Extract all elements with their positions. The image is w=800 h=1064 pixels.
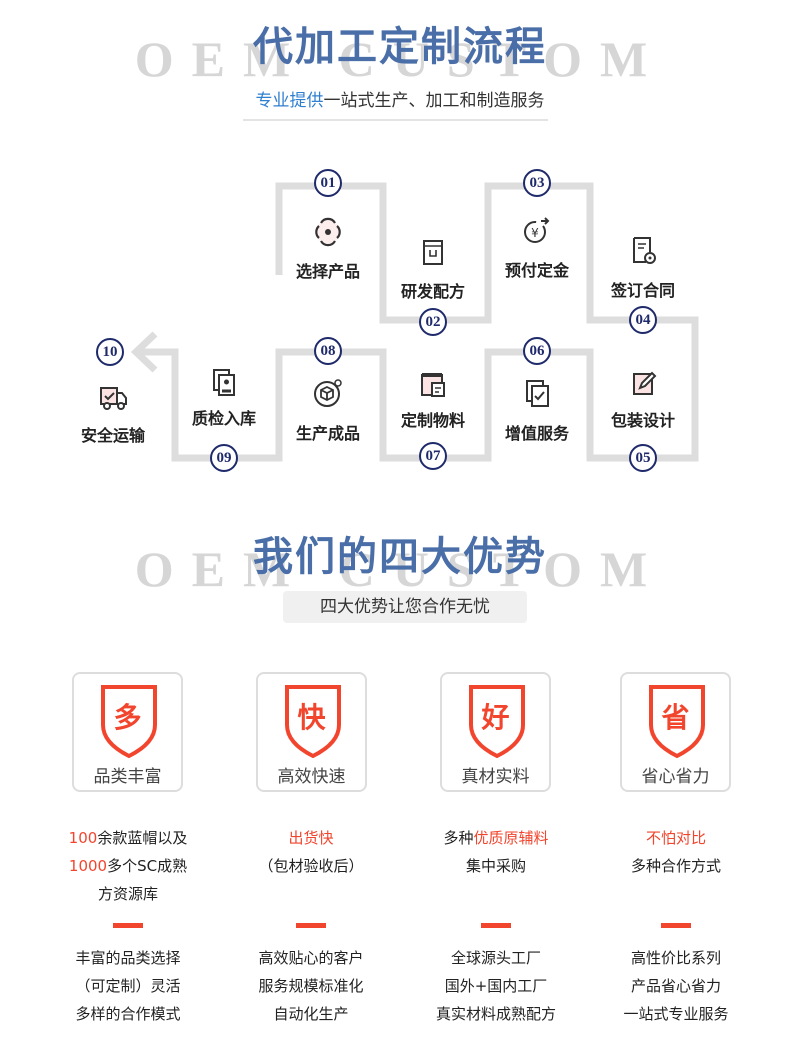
text-run: 多个SC成熟 [107,857,188,875]
subtitle: 专业提供一站式生产、加工和制造服务 [0,86,800,111]
shield-badge-icon [285,685,341,758]
text-run: 余款蓝帽以及 [97,829,188,847]
text-run: 多种合作方式 [630,857,721,875]
page-title: 代加工定制流程 [253,23,547,70]
desc-line: 高效贴心的客户 [258,949,364,967]
advantage-card: 快 高效快速 [256,672,367,792]
text-run: 多种 [443,829,474,847]
step-label: 生产成品 [295,424,360,443]
deposit-icon: ¥ [524,217,550,243]
badge-char: 省 [661,701,690,734]
shield-badge-icon [469,685,525,758]
step-number: 07 [419,442,447,470]
watermark-2: OEM CUSTOM [134,541,666,597]
text-run: 100 [68,829,98,847]
step-number: 08 [314,337,342,365]
description: 高性价比系列产品省心省力一站式专业服务 [586,944,766,1028]
desc-line: 丰富的品类选择 [75,949,181,967]
step-number: 05 [629,444,657,472]
text-run: 不怕对比 [645,829,706,847]
shield-badge-icon [101,685,157,758]
card-label: 真材实料 [461,767,530,787]
step-number: 10 [96,338,124,366]
text-run: 集中采购 [465,857,526,875]
red-dash [481,923,511,928]
highlight-text: 出货快 （包材验收后） [221,824,401,880]
desc-line: 自动化生产 [273,1005,349,1023]
advantage-card: 好 真材实料 [440,672,551,792]
desc-line: 高性价比系列 [630,949,721,967]
subtitle-rest: 一站式生产、加工和制造服务 [323,91,545,111]
desc-line: 全球源头工厂 [450,949,541,967]
advantage-card: 多 品类丰富 [72,672,183,792]
product-select-icon [315,217,341,247]
step-number: 06 [523,337,551,365]
badge-char: 快 [297,701,326,734]
divider [243,119,548,121]
red-dash [296,923,326,928]
flow-path [130,182,699,462]
description: 全球源头工厂国外+国内工厂真实材料成熟配方 [406,944,586,1028]
text-run: 方资源库 [97,885,158,903]
cube-icon [314,379,342,407]
formula-book-icon [423,240,443,265]
highlight-text: 多种优质原辅料集中采购 [406,824,586,880]
desc-line: 多样的合作模式 [75,1005,181,1023]
highlight-text: 不怕对比多种合作方式 [586,824,766,880]
desc-line: （可定制）灵活 [75,977,181,995]
step-label: 定制物料 [400,411,465,430]
text-run: 1000 [68,857,108,875]
step-label: 增值服务 [504,424,569,443]
step-number: 02 [419,308,447,336]
arrow-head [130,331,158,373]
highlight-text: 100余款蓝帽以及 1000多个SC成熟方资源库 [38,824,218,908]
step-label: 签订合同 [610,281,675,300]
materials-icon [421,373,445,397]
desc-line: 一站式专业服务 [623,1005,729,1023]
text-run: 优质原辅料 [473,829,549,847]
step-label: 安全运输 [80,426,145,445]
text-run: 出货快 [288,829,334,847]
step-label: 选择产品 [295,262,360,281]
step-number: 03 [523,169,551,197]
truck-icon [100,387,127,410]
step-label: 包装设计 [610,411,675,430]
red-dash [113,923,143,928]
step-label: 预付定金 [504,261,569,280]
svg-text:¥: ¥ [531,226,539,240]
step-number: 01 [314,169,342,197]
advantage-card: 省 省心省力 [620,672,731,792]
description: 高效贴心的客户服务规模标准化自动化生产 [221,944,401,1028]
step-number: 04 [629,306,657,334]
badge-char: 好 [481,701,510,734]
badge-char: 多 [113,701,142,734]
shield-badge-icon [649,685,705,758]
advantages-subtitle: 四大优势让您合作无忧 [283,591,527,623]
desc-line: 产品省心省力 [630,977,721,995]
card-label: 省心省力 [641,767,710,787]
contract-icon [633,237,656,264]
subtitle-highlight: 专业提供 [255,91,324,111]
desc-line: 国外+国内工厂 [444,977,548,995]
card-label: 高效快速 [277,767,346,787]
advantages-title: 我们的四大优势 [253,533,547,580]
step-label: 研发配方 [400,282,465,301]
step-number: 09 [210,444,238,472]
service-check-icon [526,380,549,407]
inspection-icon [213,369,235,396]
step-label: 质检入库 [191,409,256,428]
design-edit-icon [633,371,657,395]
card-label: 品类丰富 [93,767,162,787]
description: 丰富的品类选择 （可定制）灵活多样的合作模式 [38,944,218,1028]
red-dash [661,923,691,928]
watermark: OEM CUSTOM [134,31,666,87]
text-run: （包材验收后） [258,857,364,875]
desc-line: 服务规模标准化 [258,977,364,995]
desc-line: 真实材料成熟配方 [435,1005,556,1023]
